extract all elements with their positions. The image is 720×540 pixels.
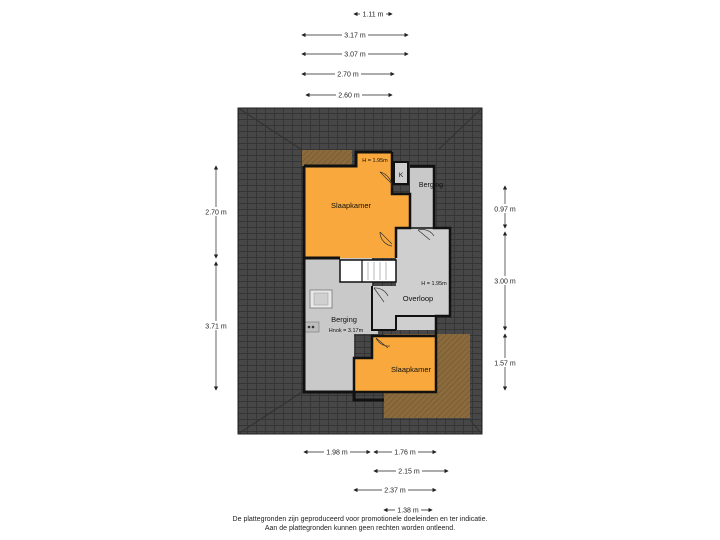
left-dimension-labels: 2.70 m 3.71 m	[203, 207, 229, 331]
dim-label: 1.38 m	[397, 508, 419, 515]
dim-label: 3.71 m	[205, 324, 227, 331]
dim-label: 0.97 m	[494, 207, 516, 214]
slaapkamer-bottom-label: Slaapkamer	[391, 365, 432, 374]
dim-label: 2.15 m	[398, 469, 420, 476]
dim-label: 1.76 m	[394, 450, 416, 457]
dim-label: 2.70 m	[205, 210, 227, 217]
room-labels: Slaapkamer H = 1.95m K Berging H = 1.95m…	[329, 158, 447, 374]
overloop-room[interactable]	[372, 228, 450, 330]
disclaimer-line: Aan de plattegronden kunnen geen rechten…	[264, 524, 456, 532]
top-dimension-labels: 1.11 m 3.17 m 3.07 m 2.70 m 2.60 m	[335, 9, 386, 100]
k-closet[interactable]	[394, 162, 408, 184]
slaapkamer-top-room[interactable]	[304, 152, 410, 258]
dim-label: 2.70 m	[337, 72, 359, 79]
dim-label: 2.60 m	[338, 93, 360, 100]
k-label: K	[399, 172, 404, 179]
door-swings	[373, 171, 435, 349]
overloop-height: H = 1.95m	[421, 281, 447, 287]
bottom-dimension-labels: 1.98 m 1.76 m 2.15 m 2.37 m 1.38 m	[324, 447, 422, 515]
dim-label: 1.98 m	[326, 450, 348, 457]
fixtures	[304, 289, 333, 333]
dim-label: 1.57 m	[494, 361, 516, 368]
slaapkamer-top-height: H = 1.95m	[362, 158, 388, 164]
berging-main-height: Hnok = 3.17m	[329, 328, 364, 334]
slaapkamer-bottom-room[interactable]	[354, 336, 436, 392]
berging-main-label: Berging	[331, 315, 357, 324]
berging-small-room[interactable]	[410, 168, 434, 228]
slaapkamer-top-label: Slaapkamer	[331, 201, 372, 210]
staircase[interactable]	[339, 259, 397, 283]
right-dimension-labels: 0.97 m 3.00 m 1.57 m	[492, 204, 518, 368]
dim-label: 2.37 m	[384, 488, 406, 495]
dim-label: 3.00 m	[494, 279, 516, 286]
disclaimer-line: De plattegronden zijn geproduceerd voor …	[232, 516, 488, 523]
dim-label: 3.07 m	[344, 52, 366, 59]
berging-small-label: Berging	[419, 182, 443, 189]
dim-label: 3.17 m	[344, 33, 366, 40]
bottom-dimensions	[303, 449, 449, 513]
disclaimer: De plattegronden zijn geproduceerd voor …	[0, 516, 720, 533]
overloop-label: Overloop	[403, 294, 433, 303]
dim-label: 1.11 m	[363, 12, 384, 19]
